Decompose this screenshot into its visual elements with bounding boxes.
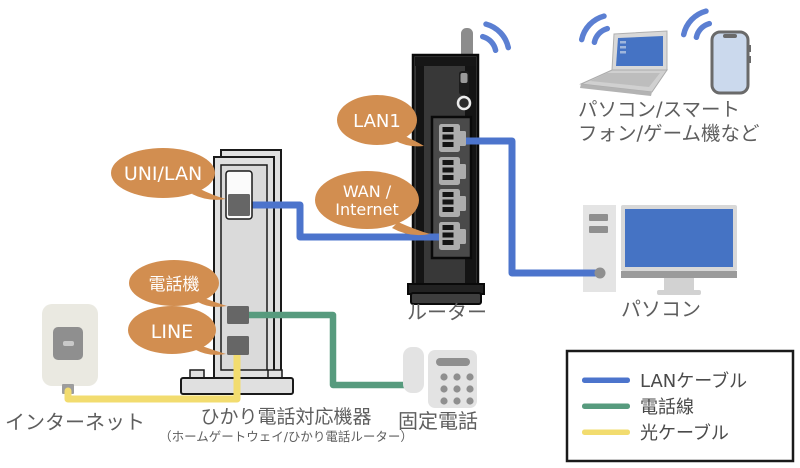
lan-connector-dot (594, 267, 606, 279)
router-icon (407, 28, 485, 305)
legend-item-phone-line: 電話線 (582, 397, 694, 418)
lan-cable-router-to-pc (454, 137, 602, 277)
legend-label-lan: LANケーブル (640, 370, 747, 392)
legend-label-optical: 光ケーブル (640, 422, 729, 444)
legend-item-optical: 光ケーブル (582, 422, 729, 444)
legend-label-phone-line: 電話線 (640, 397, 694, 418)
uni-lan-port (228, 194, 250, 216)
pc-label: パソコン (621, 297, 701, 321)
bubble-uni-lan: UNI/LAN (111, 148, 226, 200)
bubble-uni-lan-label: UNI/LAN (124, 163, 202, 185)
landline-label: 固定電話 (398, 409, 478, 433)
optical-cable (64, 346, 241, 403)
bubble-phone-label: 電話機 (149, 275, 200, 295)
legend-item-lan: LANケーブル (582, 370, 747, 392)
phone-port (227, 306, 249, 324)
wifi-icon-smartphone (680, 8, 713, 41)
legend: LANケーブル 電話線 光ケーブル (565, 349, 795, 463)
wireless-devices-label-line2: フォン/ゲーム機など (578, 122, 760, 145)
landline-phone-icon (403, 347, 477, 408)
laptop-icon (579, 30, 668, 96)
legend-swatch-phone-line (582, 403, 630, 409)
router-ports (439, 124, 466, 250)
gateway-sublabel: （ホームゲートウェイ/ひかり電話ルーター） (159, 429, 413, 444)
wifi-icon-laptop (578, 13, 611, 46)
bubble-line-label: LINE (151, 321, 193, 343)
line-port (227, 336, 249, 355)
phone-line-cable (242, 311, 413, 389)
bubble-line: LINE (128, 306, 226, 355)
bubble-lan1: LAN1 (337, 95, 424, 147)
gateway-label: ひかり電話対応機器 (200, 406, 371, 428)
wifi-icon-router (479, 21, 512, 54)
internet-outlet-icon (42, 304, 98, 394)
bubble-wan-label-line2: Internet (335, 200, 399, 219)
bubble-phone: 電話機 (129, 260, 227, 307)
lan-cable-gateway-to-router (244, 201, 448, 241)
legend-swatch-optical (582, 429, 630, 435)
bubble-wan-label-line1: WAN / (343, 182, 392, 201)
internet-label: インターネット (5, 410, 145, 434)
callout-bubbles: LAN1 WAN / Internet UNI/LAN 電話機 LINE (111, 95, 430, 355)
gateway-ports (225, 170, 253, 355)
bubble-lan1-label: LAN1 (353, 111, 401, 132)
desktop-pc-icon (583, 205, 737, 295)
legend-swatch-lan (582, 377, 630, 383)
bubble-wan-internet: WAN / Internet (315, 171, 430, 236)
router-label: ルーター (407, 300, 487, 324)
smartphone-icon (710, 30, 751, 95)
wireless-devices-label-line1: パソコン/スマート (578, 98, 740, 121)
